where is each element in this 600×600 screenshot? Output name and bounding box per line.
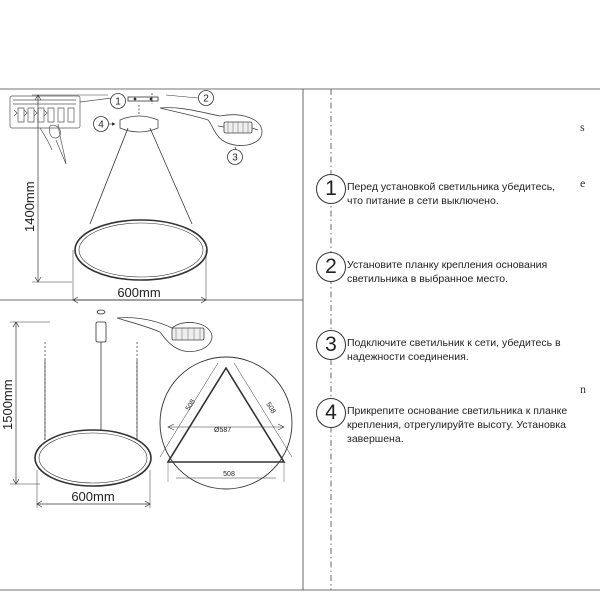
step-text-2: Установите планку крепления основания св…	[347, 259, 548, 285]
margin-letter-s: s	[580, 120, 585, 134]
step-number-4: 4	[316, 398, 346, 428]
product-diagram-bottom: 1500mm 600mm Ø587 508 508 508	[0, 309, 293, 508]
step-number-1: 1	[316, 174, 346, 204]
step-text-4: Прикрепите основание светильника к планк…	[347, 405, 568, 445]
dimension-width-top	[72, 250, 207, 304]
ceiling-mount-sketch	[9, 95, 113, 165]
step-text-3: Подключите светильник к сети, убедитесь …	[347, 337, 561, 363]
height-label-bottom: 1500mm	[0, 379, 15, 430]
installation-diagram-top: 1 2 4 3	[9, 90, 263, 304]
circle-diameter-label: Ø587	[214, 427, 231, 434]
wire-connector-detail	[159, 107, 263, 151]
ring-geometry	[159, 356, 293, 490]
pendant-ring-bottom	[34, 429, 152, 487]
svg-text:3: 3	[232, 153, 238, 164]
margin-letter-e: e	[580, 176, 586, 190]
side-cables	[44, 342, 138, 440]
dimension-height-top	[32, 94, 108, 283]
callout-2: 2	[165, 90, 214, 106]
canopy-bottom	[95, 309, 107, 430]
margin-letter-n: n	[580, 382, 586, 396]
width-label-top: 600mm	[117, 285, 160, 300]
width-label-bottom: 600mm	[71, 489, 114, 504]
pendant-ring-top	[74, 127, 208, 281]
triangle-base-label: 508	[223, 471, 235, 478]
svg-text:4: 4	[98, 120, 104, 131]
svg-text:2: 2	[203, 94, 209, 105]
step-number-3: 3	[316, 330, 346, 360]
height-label-top: 1400mm	[22, 181, 37, 232]
callout-3: 3	[227, 149, 243, 165]
connector-detail-bottom	[116, 317, 213, 352]
mounting-plate	[127, 93, 159, 104]
callout-4: 4	[93, 116, 116, 132]
callout-1: 1	[110, 93, 126, 109]
svg-text:1: 1	[115, 97, 121, 108]
triangle-right-label: 508	[264, 401, 276, 415]
canopy	[119, 105, 159, 133]
step-text-1: Перед установкой светильника убедитесь, …	[347, 181, 556, 207]
dimension-height-bottom	[10, 321, 50, 485]
dimension-width-bottom	[36, 470, 151, 508]
step-number-2: 2	[316, 252, 346, 282]
